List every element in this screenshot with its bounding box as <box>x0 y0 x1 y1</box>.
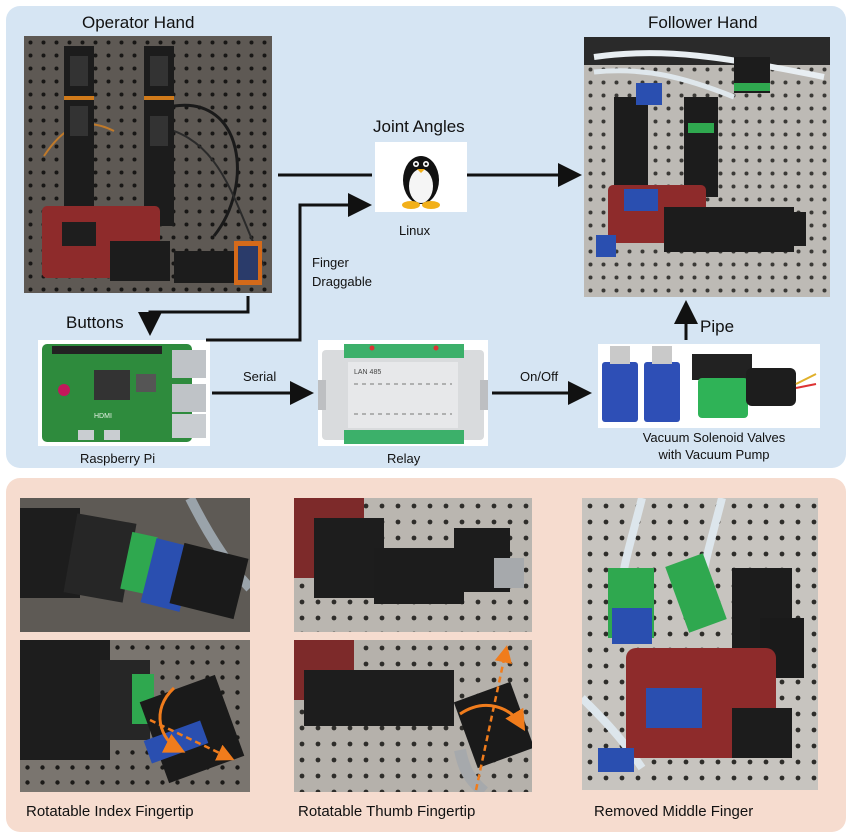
arrow-icon <box>138 296 250 336</box>
thumb-fingertip-photo-2 <box>294 640 532 792</box>
operator-hand-photo <box>24 36 272 293</box>
thumb-fingertip-photo-1 <box>294 498 532 632</box>
index-fingertip-photo-2 <box>20 640 250 792</box>
joint-angles-label: Joint Angles <box>373 117 465 136</box>
relay-photo: LAN 485 <box>318 340 488 446</box>
on-off-label: On/Off <box>520 369 559 384</box>
hdmi-text: HDMI <box>94 413 112 420</box>
removed-middle-finger-photo <box>582 498 818 790</box>
vacuum-label-2: with Vacuum Pump <box>658 447 770 462</box>
relay-label: Relay <box>387 451 421 466</box>
linux-label: Linux <box>399 223 431 238</box>
follower-hand-photo <box>584 37 830 297</box>
index-fingertip-label: Rotatable Index Fingertip <box>26 803 194 820</box>
raspberry-pi-label: Raspberry Pi <box>80 451 156 466</box>
raspberry-pi-photo: HDMI <box>38 340 210 446</box>
operator-hand-label: Operator Hand <box>82 13 195 32</box>
finger-draggable-label-2: Draggable <box>312 274 372 289</box>
vacuum-label-1: Vacuum Solenoid Valves <box>642 430 786 445</box>
finger-draggable-label-1: Finger <box>312 255 349 270</box>
pipe-label: Pipe <box>700 317 735 336</box>
linux-tux-icon <box>375 142 467 212</box>
removed-middle-finger-label: Removed Middle Finger <box>594 803 754 820</box>
thumb-fingertip-label: Rotatable Thumb Fingertip <box>298 803 476 820</box>
vacuum-valves-pump-photo <box>598 344 820 428</box>
arrow-icon <box>206 193 372 342</box>
serial-label: Serial <box>243 369 277 384</box>
buttons-label: Buttons <box>66 313 124 332</box>
index-fingertip-photo-1 <box>20 498 250 632</box>
relay-board-text: LAN 485 <box>354 369 381 376</box>
follower-hand-label: Follower Hand <box>648 13 758 32</box>
